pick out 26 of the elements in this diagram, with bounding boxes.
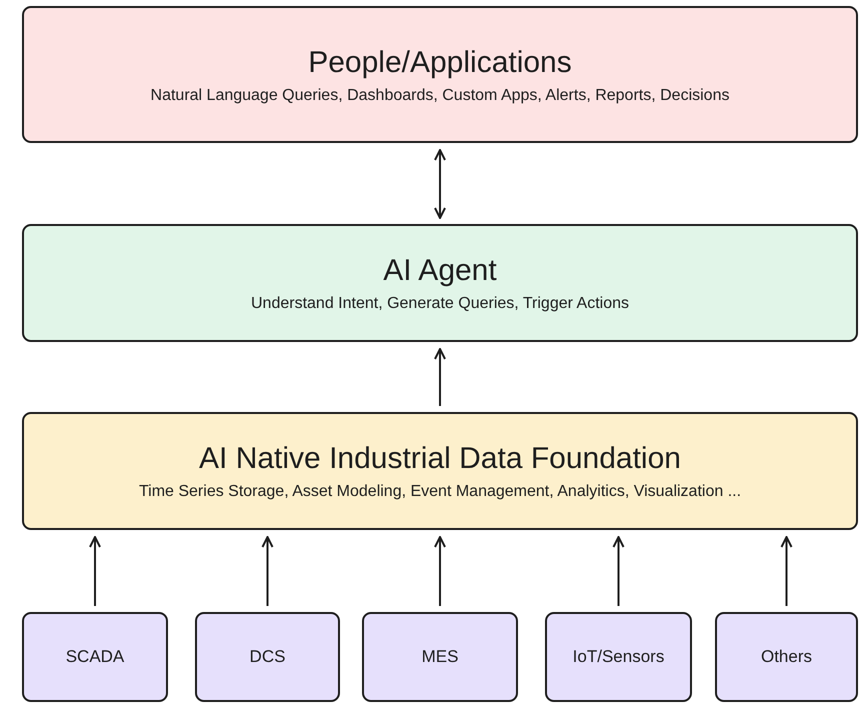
arrow [434, 348, 446, 406]
source-label: MES [422, 646, 458, 668]
source-box [195, 612, 340, 702]
source-label: Others [760, 646, 812, 668]
source-label: IoT/Sensors [572, 646, 664, 668]
layer-box [22, 412, 858, 530]
layer-title: AI Native Industrial Data Foundation [199, 441, 681, 477]
arrow [612, 536, 624, 606]
source-label: DCS [250, 646, 286, 668]
layer-title: People/Applications [308, 44, 572, 80]
arrow [434, 149, 446, 219]
layer-box [22, 6, 858, 143]
layer-description: Natural Language Queries, Dashboards, Custom Apps, Alerts, Reports, Decisions [150, 86, 730, 104]
layer-title: AI Agent [383, 253, 497, 289]
arrow [262, 536, 274, 606]
source-box [362, 612, 518, 702]
source-box [22, 612, 168, 702]
source-box [715, 612, 858, 702]
layer-description: Time Series Storage, Asset Modeling, Event Management, Analyitics, Visualization ... [138, 483, 742, 501]
arrow [780, 536, 792, 606]
arrow [434, 536, 446, 606]
layer-box [22, 224, 858, 342]
source-label: SCADA [66, 646, 124, 668]
source-box [545, 612, 692, 702]
layer-description: Understand Intent, Generate Queries, Trigger Actions [251, 295, 629, 313]
arrow [89, 536, 101, 606]
